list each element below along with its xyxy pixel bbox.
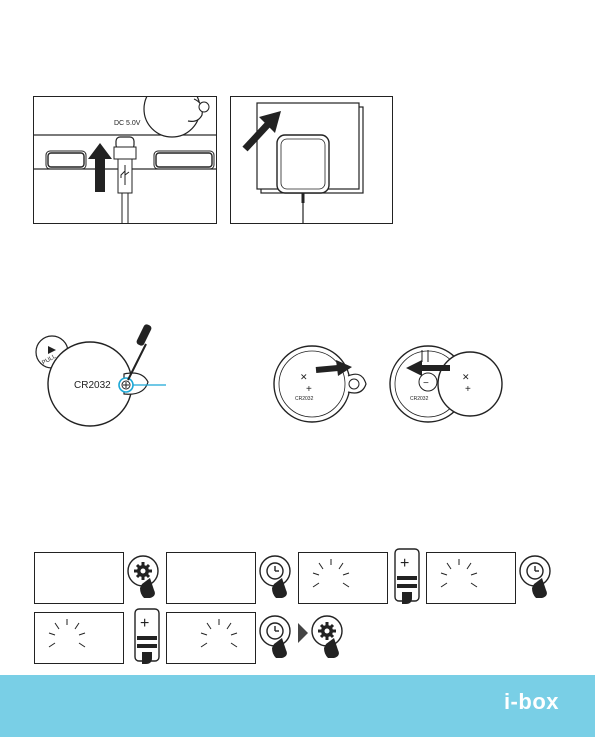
- blink-rays: [167, 613, 255, 663]
- plus-icon: +: [140, 615, 149, 632]
- power-adapter-illustration: [231, 97, 392, 223]
- battery-small-label-2: CR2032: [410, 396, 429, 402]
- display-blinking-1: [298, 552, 388, 604]
- display-blinking-3: [34, 612, 124, 664]
- clock-icon: [267, 563, 283, 579]
- battery-replace-diagram-right: − CR2032 ✕ +: [386, 340, 506, 430]
- usb-cable-illustration: DC 5.0V: [34, 97, 216, 223]
- hand-press-icon: [402, 592, 412, 604]
- battery-label: CR2032: [74, 380, 111, 391]
- settings-gear-button-2[interactable]: [310, 614, 346, 660]
- hand-press-icon: [142, 652, 152, 664]
- plus-icon: +: [400, 555, 409, 572]
- plus-minus-button-1[interactable]: +: [394, 548, 420, 606]
- battery-replace-diagram-left: ✕ + CR2032: [268, 340, 368, 430]
- clock-icon: [267, 623, 283, 639]
- clock-button-3[interactable]: [258, 614, 294, 660]
- battery-removal-diagram: PULL CR2032: [30, 322, 180, 432]
- brand-logo: i-box: [504, 689, 559, 715]
- footer-bar: i-box: [0, 675, 595, 737]
- plus-minus-button-2[interactable]: +: [134, 608, 160, 666]
- display-blank-1: [34, 552, 124, 604]
- clock-button-2[interactable]: [518, 554, 554, 600]
- plus-sign-2: +: [465, 384, 471, 395]
- blink-rays: [427, 553, 515, 603]
- bin-symbol: ✕: [300, 372, 308, 382]
- bin-symbol-2: ✕: [462, 372, 470, 382]
- minus-sign: −: [423, 378, 429, 389]
- battery-small-label: CR2032: [295, 396, 314, 402]
- port-label: DC 5.0V: [114, 120, 141, 127]
- plus-sign: +: [306, 384, 312, 395]
- clock-icon: [527, 563, 543, 579]
- minus-icon: [397, 576, 417, 580]
- usb-cable-panel: DC 5.0V: [33, 96, 217, 224]
- display-blinking-2: [426, 552, 516, 604]
- display-blinking-4: [166, 612, 256, 664]
- blink-rays: [299, 553, 387, 603]
- clock-button-1[interactable]: [258, 554, 294, 600]
- next-step-arrow-icon: [297, 622, 309, 644]
- display-blank-2: [166, 552, 256, 604]
- minus-icon: [137, 636, 157, 640]
- power-adapter-panel: [230, 96, 393, 224]
- settings-gear-button-1[interactable]: [126, 554, 162, 600]
- blink-rays: [35, 613, 123, 663]
